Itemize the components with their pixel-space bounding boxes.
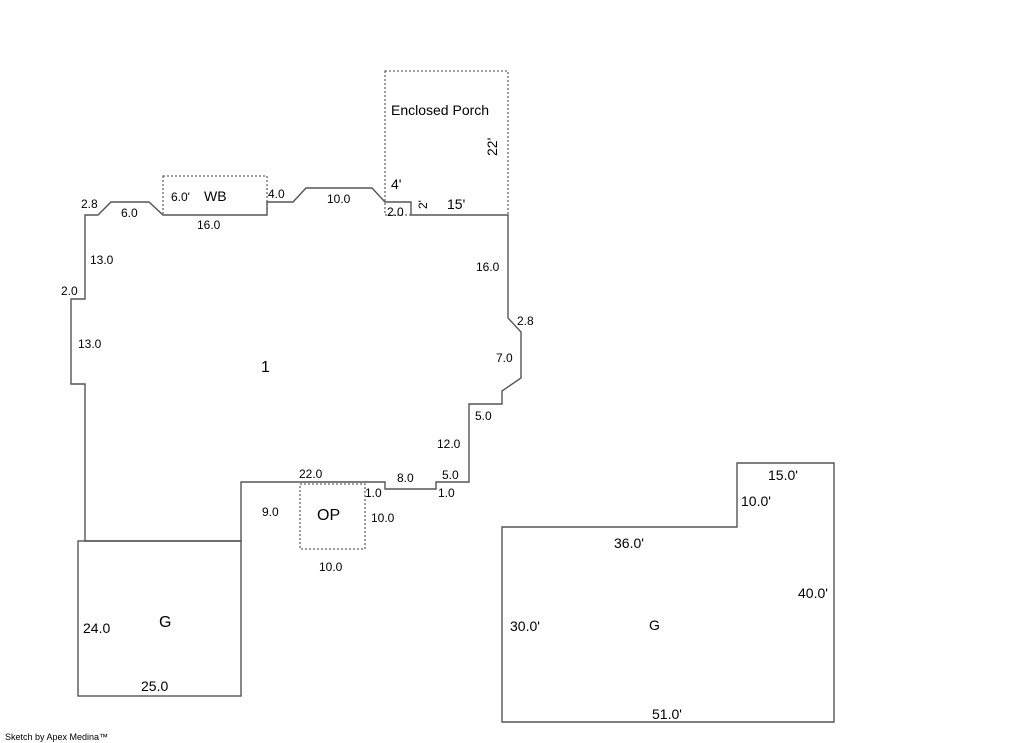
porch-dim: 4' bbox=[391, 176, 401, 192]
dim-label: 22.0 bbox=[299, 467, 323, 481]
garage2-dim: 15.0' bbox=[768, 467, 798, 483]
porch-dim: 15' bbox=[447, 196, 465, 212]
dim-label: 1.0 bbox=[438, 486, 455, 500]
garage1-label: G bbox=[159, 614, 171, 631]
dim-label: 2.0 bbox=[387, 205, 404, 219]
dim-label: 12.0 bbox=[437, 437, 461, 451]
dim-label: 6.0 bbox=[121, 206, 138, 220]
dim-label: 1.0 bbox=[365, 486, 382, 500]
op-outline bbox=[299, 483, 366, 550]
enclosed-porch-outline bbox=[384, 70, 509, 216]
main-area-label: 1 bbox=[261, 359, 270, 376]
op-label: OP bbox=[317, 507, 340, 524]
porch-dim-depth: 22' bbox=[484, 138, 500, 156]
garage1-outline bbox=[77, 540, 242, 697]
garage2-outline bbox=[501, 462, 835, 723]
garage1-dim: 25.0 bbox=[141, 678, 168, 694]
dim-label: 2.0 bbox=[61, 284, 78, 298]
garage2-dim: 10.0' bbox=[741, 493, 771, 509]
dim-label: 10.0 bbox=[327, 192, 351, 206]
dim-label: 9.0 bbox=[262, 505, 279, 519]
dim-label: 7.0 bbox=[496, 351, 513, 365]
dim-label: 2.8 bbox=[517, 314, 534, 328]
dim-label: 8.0 bbox=[397, 471, 414, 485]
dim-label: 16.0 bbox=[476, 260, 500, 274]
dim-label: 13.0 bbox=[78, 337, 102, 351]
op-dim: 10.0 bbox=[371, 511, 395, 525]
dim-label: 4.0 bbox=[268, 187, 285, 201]
dim-label: 16.0 bbox=[197, 218, 221, 232]
garage2-dim: 51.0' bbox=[652, 706, 682, 722]
wb-label: WB bbox=[204, 188, 227, 204]
dim-label: 5.0 bbox=[442, 468, 459, 482]
wb-dim: 6.0' bbox=[171, 190, 190, 204]
garage2-dim: 40.0' bbox=[798, 585, 828, 601]
op-dim: 10.0 bbox=[319, 560, 343, 574]
dim-label: 5.0 bbox=[475, 409, 492, 423]
garage2-label: G bbox=[649, 617, 660, 633]
main-area-outline bbox=[70, 187, 522, 542]
dim-label: 13.0 bbox=[90, 253, 114, 267]
garage1-dim: 24.0 bbox=[83, 620, 110, 636]
porch-label: Enclosed Porch bbox=[391, 102, 489, 118]
porch-dim: 2' bbox=[416, 200, 430, 209]
wb-outline bbox=[162, 175, 268, 216]
garage2-dim: 30.0' bbox=[510, 618, 540, 634]
garage2-dim: 36.0' bbox=[614, 535, 644, 551]
dim-label: 2.8 bbox=[81, 197, 98, 211]
sketch-credit: Sketch by Apex Medina™ bbox=[5, 732, 108, 742]
